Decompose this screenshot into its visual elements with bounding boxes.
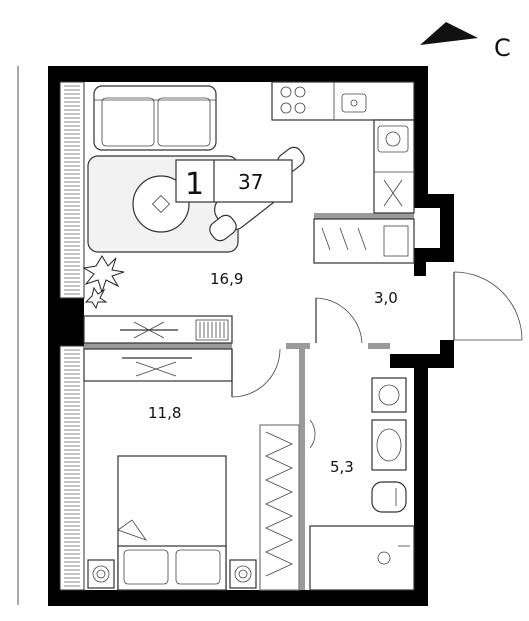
washing-machine-icon xyxy=(377,125,409,153)
area-bedroom: 11,8 xyxy=(148,404,181,422)
nightstand-right xyxy=(229,559,257,589)
bedroom-wardrobe xyxy=(259,424,300,591)
shower-tray xyxy=(309,525,415,591)
hall-wardrobe xyxy=(313,218,415,264)
coffee-table xyxy=(132,175,190,233)
unit-rooms: 1 xyxy=(185,167,204,202)
cooktop-icon xyxy=(280,86,306,114)
north-arrow-icon xyxy=(420,22,478,45)
dishwasher-icon xyxy=(383,179,403,207)
kitchen-sink-icon xyxy=(341,93,367,113)
bathroom-door xyxy=(309,419,316,449)
window-left-lower xyxy=(59,345,85,591)
plant-icon xyxy=(82,255,125,310)
interior-partitions xyxy=(84,213,414,590)
area-hall: 3,0 xyxy=(374,289,398,307)
hall-door xyxy=(315,297,363,344)
exterior-walls xyxy=(48,66,454,606)
north-label: С xyxy=(494,34,511,62)
window-left-upper xyxy=(59,81,85,299)
sofa xyxy=(93,85,217,151)
bedroom-door xyxy=(231,348,281,398)
unit-badge xyxy=(175,159,293,203)
bedroom-desk xyxy=(83,348,233,382)
entry-door xyxy=(453,271,523,341)
bed xyxy=(117,455,227,591)
kitchen-units xyxy=(271,81,415,214)
nightstand-left xyxy=(87,559,115,589)
tv-console xyxy=(83,315,233,344)
toilet-icon xyxy=(371,481,407,513)
washer-icon xyxy=(371,377,407,413)
area-living: 16,9 xyxy=(210,270,243,288)
washbasin-icon xyxy=(371,419,407,471)
unit-area: 37 xyxy=(238,170,263,194)
area-bathroom: 5,3 xyxy=(330,458,354,476)
